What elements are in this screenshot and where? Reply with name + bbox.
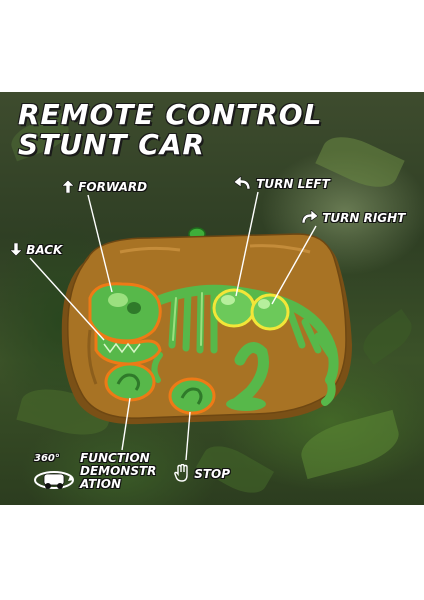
stop-label: STOP [174, 463, 231, 482]
arrow-down-icon [9, 242, 23, 257]
turn-left-label: TURN LEFT [233, 175, 330, 191]
rotating-car-icon [34, 471, 74, 489]
forward-text: FORWARD [78, 180, 148, 194]
back-text: BACK [26, 243, 63, 257]
rotation-text: 360° [34, 453, 60, 464]
turn-left-text: TURN LEFT [256, 177, 330, 191]
title-line-1: REMOTE CONTROL [18, 98, 323, 131]
turn-right-text: TURN RIGHT [322, 211, 406, 225]
forward-label: FORWARD [61, 179, 148, 194]
stop-text: STOP [194, 467, 231, 481]
curved-arrow-right-icon [301, 209, 319, 224]
title-line-2: STUNT CAR [18, 128, 206, 161]
back-button[interactable] [94, 326, 162, 366]
rotation-icon-group: 360° [30, 452, 80, 496]
back-label: BACK [9, 242, 63, 257]
function-demo-label: FUNCTION DEMONSTR ATION [80, 451, 157, 491]
turn-right-label: TURN RIGHT [300, 209, 406, 225]
turn-right-button[interactable] [250, 293, 290, 331]
hand-icon [174, 463, 188, 482]
arrow-up-icon [61, 179, 75, 194]
stop-button[interactable] [168, 377, 216, 415]
dinosaur-skeleton [151, 284, 339, 411]
curved-arrow-left-icon [233, 175, 251, 190]
